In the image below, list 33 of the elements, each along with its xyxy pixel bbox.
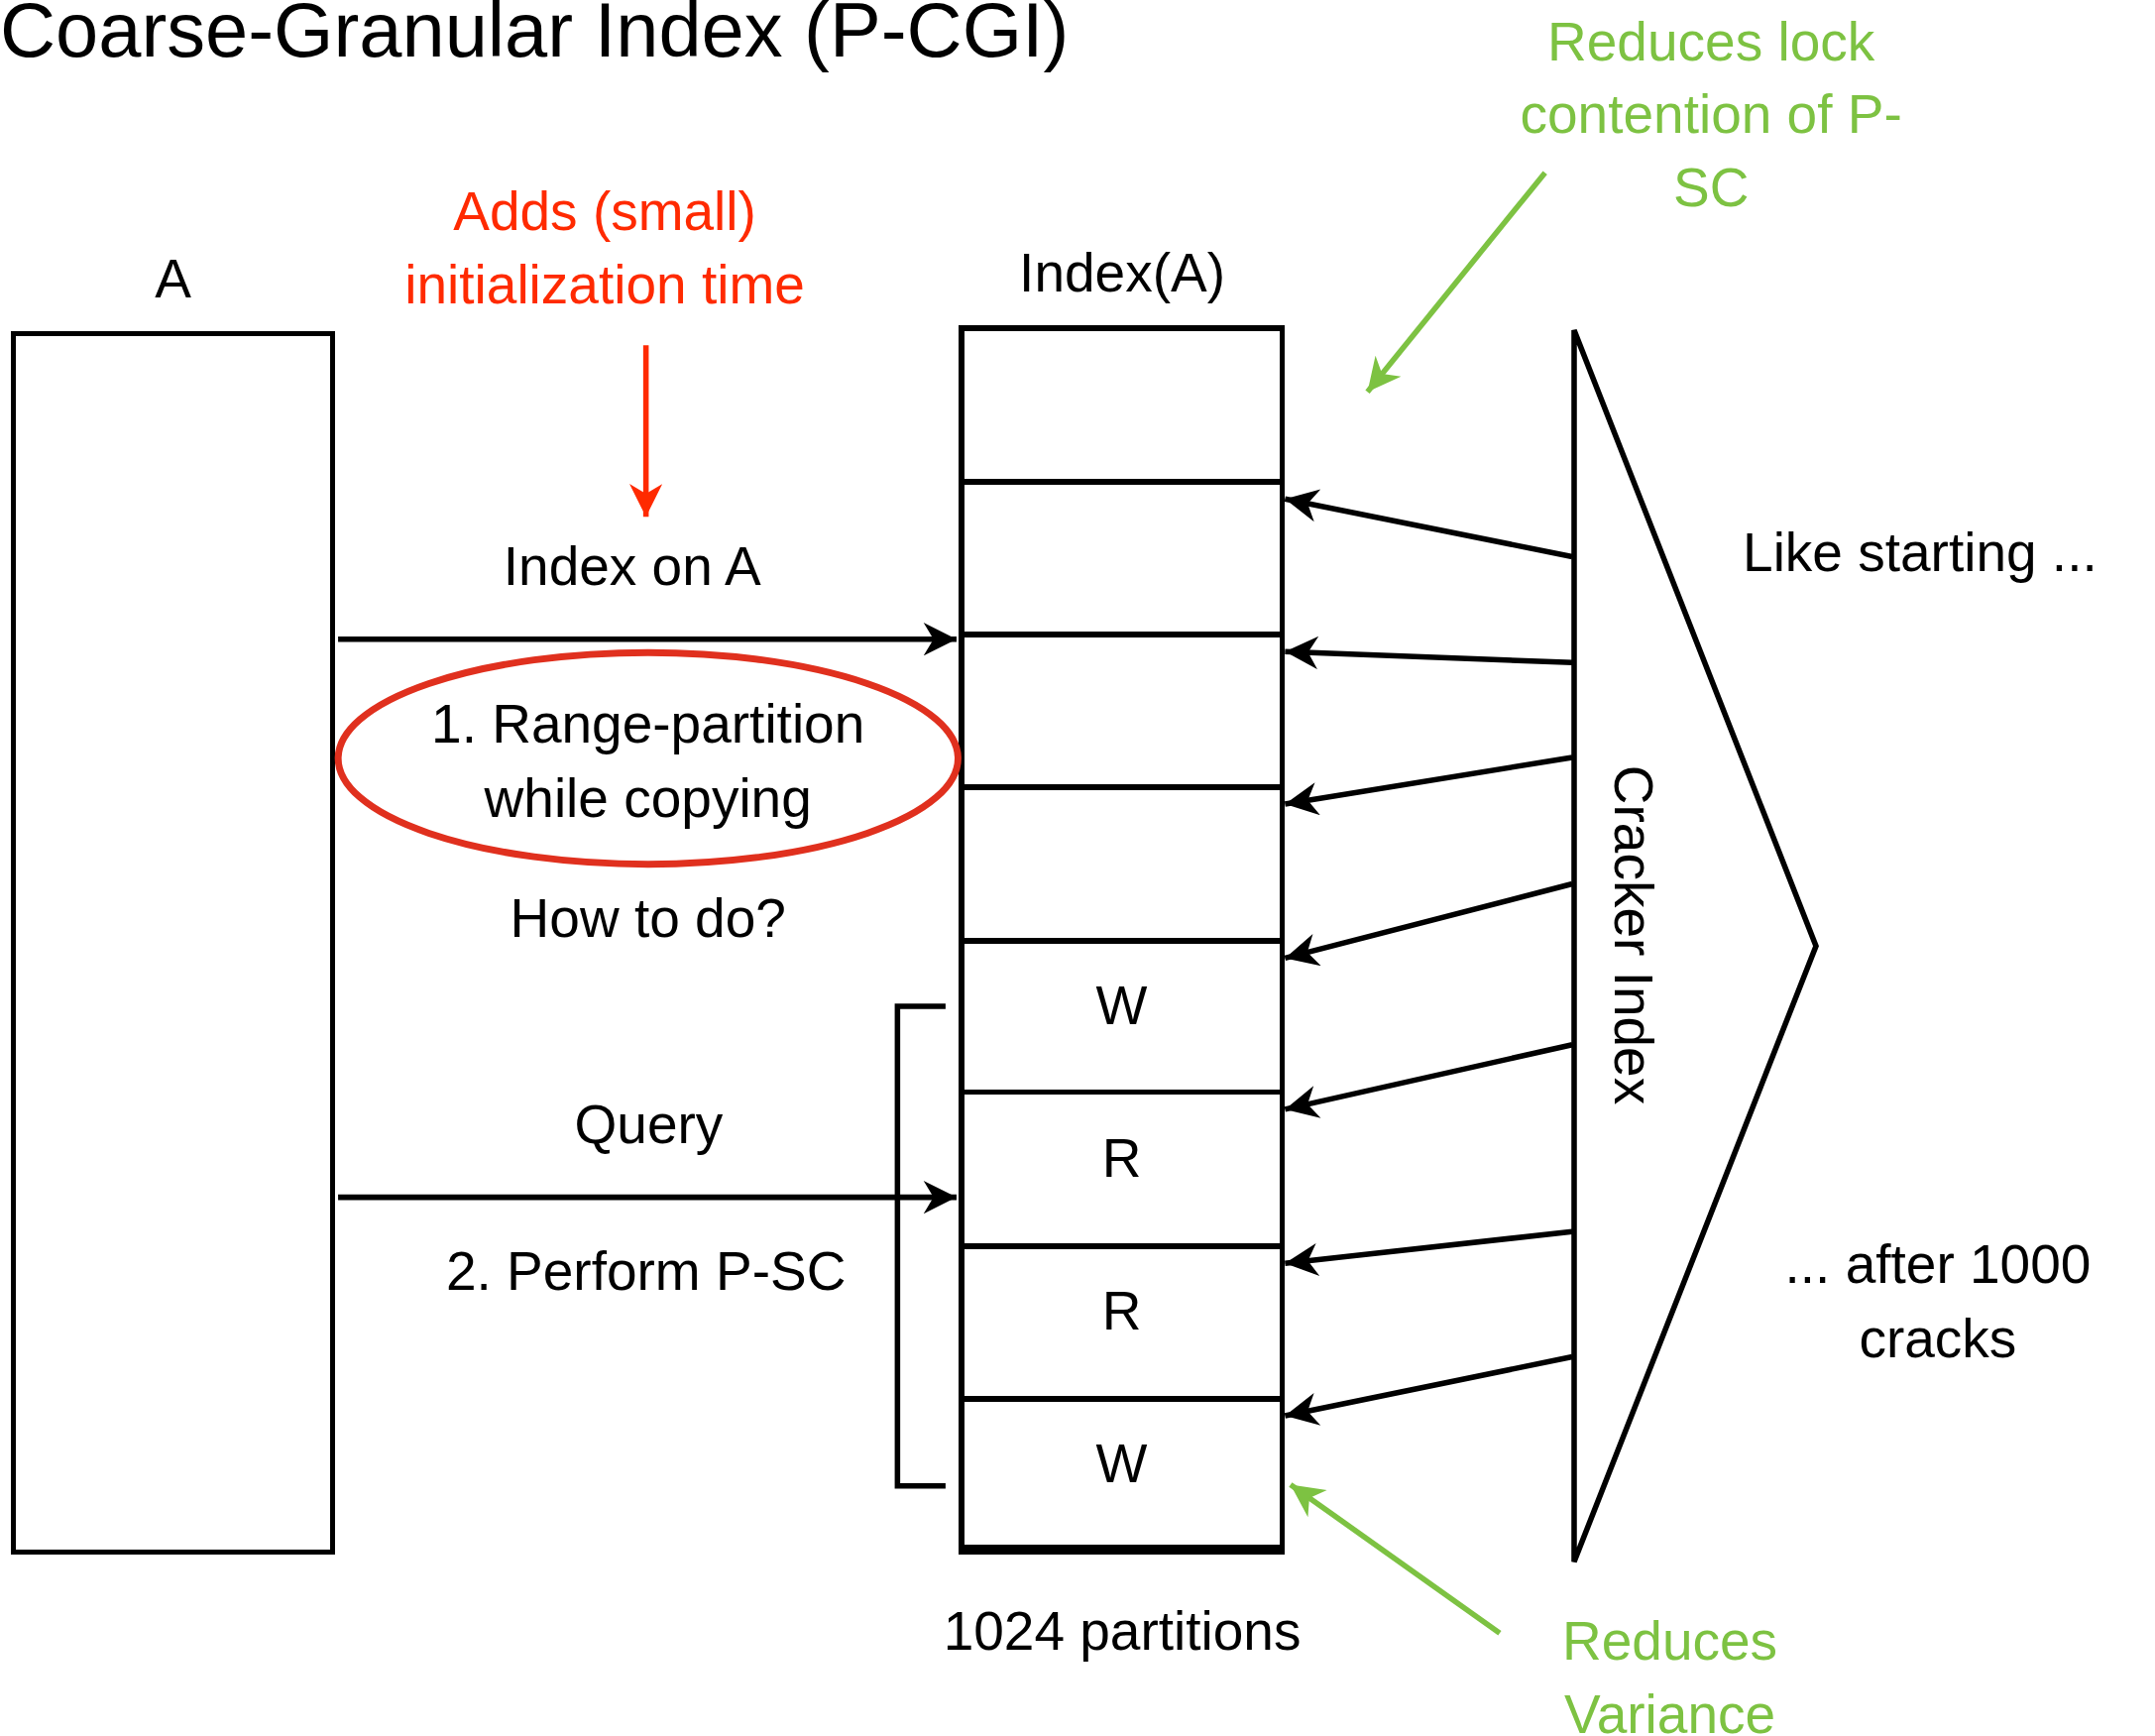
arrow [1289,1482,1502,1636]
partition-label: R [1100,1125,1143,1191]
arrow [1285,636,1573,670]
rotated-label: Cracker Index [1601,764,1665,1104]
arrow [1284,754,1573,816]
note-text: Like starting ... [1743,520,2098,585]
arrow [629,345,663,518]
column-heading: Index(A) [1018,241,1226,306]
node-label: How to do? [509,886,787,952]
step-text: 1. Range-partition while copying [430,692,866,832]
partition-label: W [1094,1432,1149,1497]
column-heading: A [154,246,192,311]
note-text: 2. Perform P-SC [445,1239,847,1304]
partition-box [959,325,1285,485]
title: Coarse-Granular Index (P-CGI) [0,0,1070,75]
arrow [1284,1042,1573,1118]
partition-label: W [1094,973,1149,1038]
partition-box [959,1396,1285,1555]
arrow [1284,880,1573,967]
arrow [338,623,957,656]
node-label: 1024 partitions [942,1599,1303,1665]
note-text: ... after 1000 cracks [1783,1232,2093,1371]
annotation-text: Reduces lock contention of P-SC [1519,9,1903,220]
edge-label: Index on A [503,533,761,599]
arrow [1365,171,1547,394]
arrow [338,1181,957,1215]
arrow [1284,1353,1573,1426]
arrow [1285,1228,1573,1277]
edge-label: Query [574,1092,724,1157]
annotation-text: Adds (small) initialization time [403,179,806,317]
arrow [1284,489,1573,560]
annotation-text: Reduces Variance [1561,1609,1779,1736]
partition-label: R [1100,1279,1143,1344]
